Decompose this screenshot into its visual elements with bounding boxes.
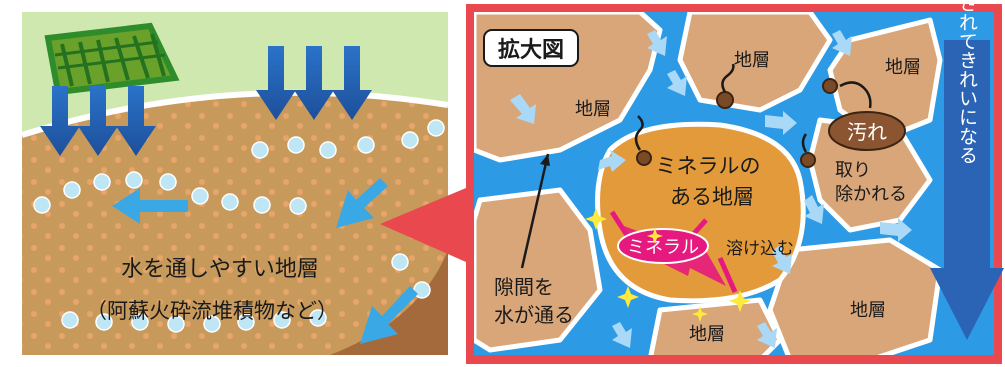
water-flow-arrow-icon (510, 30, 912, 348)
layer-label: 地層 (885, 57, 921, 78)
layer-label: 地層 (575, 99, 611, 120)
mineral-badge (617, 228, 709, 264)
dirt-badge: 汚れ (828, 111, 906, 151)
rock-grain (474, 187, 603, 353)
removed-label-2: 除かれる (835, 184, 907, 205)
callout-pointer (380, 188, 466, 262)
dirt-particles (636, 78, 838, 168)
permeable-layer-label: 水を通しやすい地層 (121, 257, 319, 282)
permeable-layer-example-label: （阿蘇火砕流堆積物など） (86, 299, 338, 323)
rock-grain (767, 237, 943, 355)
rock-grain (677, 12, 833, 113)
layer-label: 地層 (734, 50, 770, 71)
field-icon (44, 22, 180, 96)
zoom-title-badge: 拡大図 (483, 29, 579, 67)
dirt-badge-label: 汚れ (847, 120, 887, 144)
water-droplets (33, 119, 445, 333)
filtration-arrow-icon: ろ過されてきれいになる (930, 0, 1004, 340)
mineral-badge-label: ミネラル (627, 237, 699, 258)
removed-label: 取り (835, 160, 871, 181)
ground-surface-line (22, 89, 448, 138)
flow-arrow-icon (112, 178, 418, 344)
rain-arrow-icon (40, 86, 156, 156)
mineral-layer-label: ミネラルの (656, 154, 761, 178)
mineral-layer-label-2: ある地層 (670, 185, 754, 209)
dirt-trail (634, 63, 872, 153)
dissolve-label: 溶け込む (726, 239, 794, 259)
gap-pointer-line (520, 153, 550, 269)
zoom-title: 拡大図 (498, 38, 564, 63)
gap-label: 隙間を (494, 275, 554, 299)
right-panel: 汚れ ミネラル 拡大図 地層 地層 地層 地層 地層 ミネラルの ある地層 溶け… (474, 12, 994, 355)
mineral-burst: ミネラル (609, 210, 738, 294)
rain-arrow-icon (256, 46, 372, 120)
gap-label-2: 水が通る (494, 303, 574, 327)
mineral-layer (595, 121, 806, 304)
layer-label: 地層 (689, 324, 725, 345)
lower-stratum (330, 250, 448, 355)
filtration-label: ろ過されてきれいになる (956, 0, 978, 165)
layer-label: 地層 (850, 300, 886, 321)
sparkle-icon (585, 208, 751, 322)
left-panel: 水を通しやすい地層 （阿蘇火砕流堆積物など） (22, 12, 448, 355)
